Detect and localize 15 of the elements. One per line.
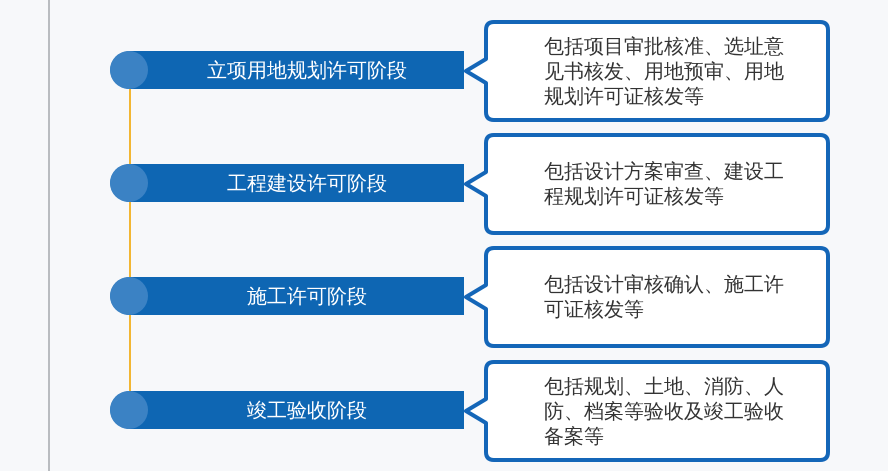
connector-line <box>129 202 131 277</box>
stage-title: 立项用地规划许可阶段 <box>206 58 408 82</box>
stage-title: 竣工验收阶段 <box>246 398 368 422</box>
stage-banner <box>110 277 464 315</box>
stage-banner <box>110 51 464 89</box>
stage-title: 工程建设许可阶段 <box>226 170 388 196</box>
stage-title: 施工许可阶段 <box>246 284 368 308</box>
callout-text: 包括设计方案审查、建设工程规划许可证核发等 <box>544 159 784 209</box>
callout-text: 包括项目审批核准、选址意见书核发、用地预审、用地规划许可证核发等 <box>544 34 784 108</box>
callout-text: 包括设计审核确认、施工许可证核发等 <box>544 272 784 322</box>
callout-text: 包括规划、土地、消防、人防、档案等验收及竣工验收备案等 <box>544 374 784 448</box>
stage-banner <box>110 164 464 202</box>
stage-banner <box>110 391 464 429</box>
connector-line <box>129 89 131 164</box>
connector-line <box>129 315 131 391</box>
